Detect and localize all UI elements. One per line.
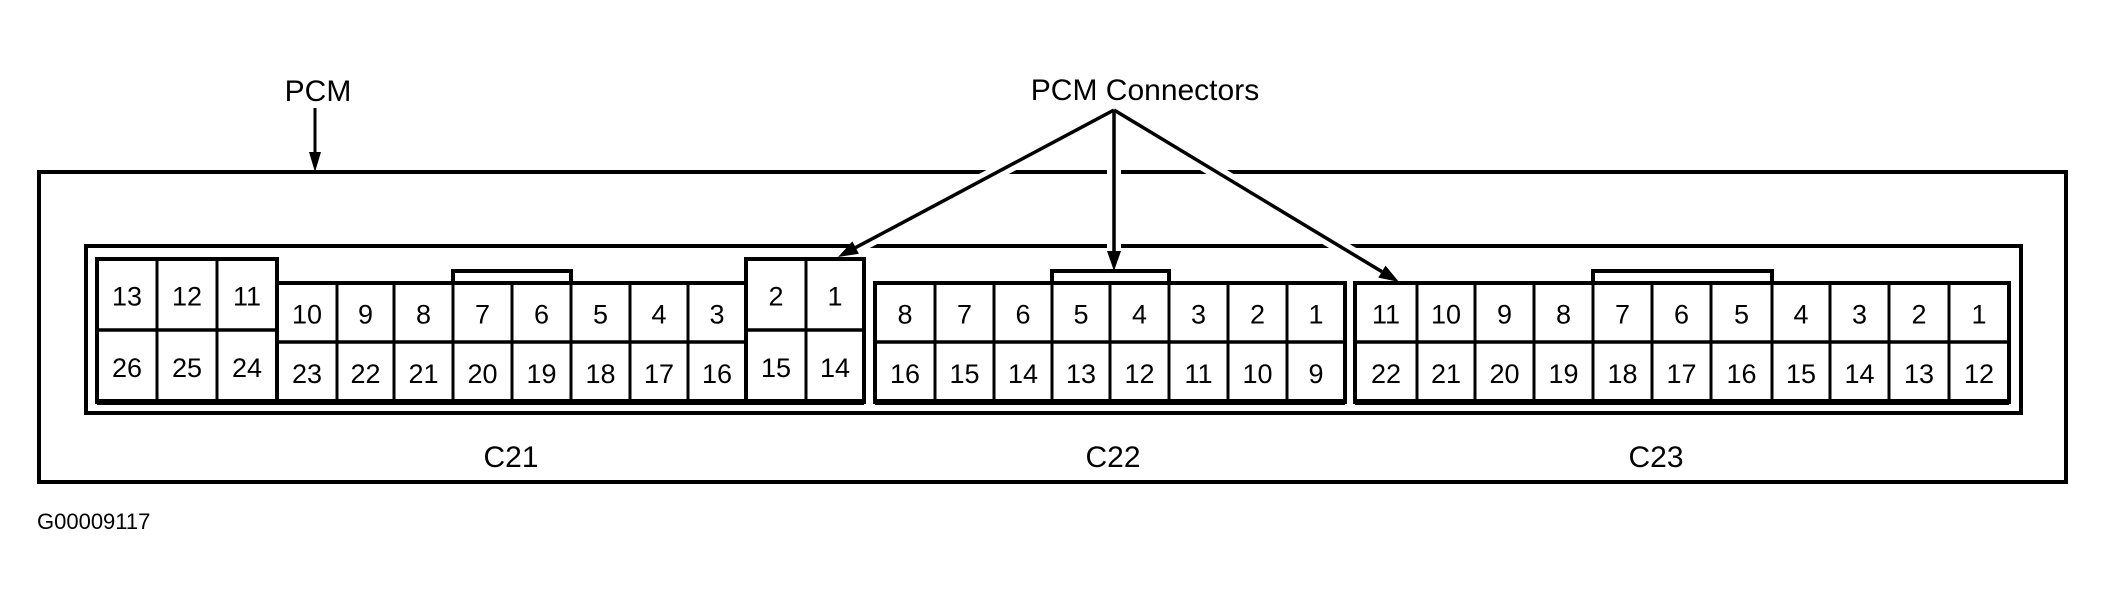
pin-c22-3: 3 xyxy=(1191,300,1206,330)
pin-c21-25: 25 xyxy=(172,353,202,383)
connector-section: 8 7 6 5 4 3 2 1 16 15 14 13 12 11 10 9 xyxy=(873,281,1347,405)
pin-c23-9: 9 xyxy=(1497,300,1512,330)
pin-c21-8: 8 xyxy=(416,300,431,330)
pin-c22-5: 5 xyxy=(1073,300,1088,330)
connectors-label: PCM Connectors xyxy=(1031,74,1259,107)
pin-c21-2: 2 xyxy=(768,282,783,312)
pin-c21-3: 3 xyxy=(709,300,724,330)
pin-c22-8: 8 xyxy=(897,300,912,330)
pin-c22-7: 7 xyxy=(957,300,972,330)
pin-c23-8: 8 xyxy=(1556,300,1571,330)
pin-c21-4: 4 xyxy=(651,300,666,330)
pin-c21-13: 13 xyxy=(112,282,142,312)
pin-c23-4: 4 xyxy=(1793,300,1808,330)
connector-c22: 8 7 6 5 4 3 2 1 16 15 14 13 12 11 10 9 xyxy=(873,269,1347,405)
pin-c21-18: 18 xyxy=(585,359,615,389)
pin-c21-22: 22 xyxy=(350,359,380,389)
pin-c23-11: 11 xyxy=(1372,300,1400,330)
pin-c21-26: 26 xyxy=(112,353,142,383)
pin-c23-2: 2 xyxy=(1911,300,1926,330)
pin-c23-12: 12 xyxy=(1964,359,1994,389)
figure-id: G00009117 xyxy=(37,509,150,534)
pin-c21-6: 6 xyxy=(534,300,549,330)
pin-c21-11: 11 xyxy=(233,282,261,312)
pcm-housing xyxy=(37,170,2068,484)
pin-c21-7: 7 xyxy=(475,300,490,330)
pin-c23-18: 18 xyxy=(1607,359,1637,389)
connector-section: 13 12 11 26 25 24 xyxy=(95,257,279,405)
arrow-to-c22-icon xyxy=(1107,110,1121,271)
pin-c23-21: 21 xyxy=(1431,359,1461,389)
pin-c22-14: 14 xyxy=(1008,359,1038,389)
pin-c21-15: 15 xyxy=(761,353,791,383)
pin-c23-15: 15 xyxy=(1786,359,1816,389)
pin-c21-21: 21 xyxy=(408,359,438,389)
pin-c21-23: 23 xyxy=(292,359,322,389)
pin-c23-19: 19 xyxy=(1548,359,1578,389)
pin-c21-5: 5 xyxy=(593,300,608,330)
connector-section: 2 1 15 14 xyxy=(744,257,866,405)
pin-c21-14: 14 xyxy=(820,353,850,383)
arrow-to-c23-icon xyxy=(1113,108,1399,282)
pin-c21-9: 9 xyxy=(358,300,373,330)
pin-c23-10: 10 xyxy=(1431,300,1461,330)
connector-callout-arrows xyxy=(838,103,1399,282)
pin-c22-6: 6 xyxy=(1015,300,1030,330)
pin-c23-20: 20 xyxy=(1489,359,1519,389)
pin-c21-24: 24 xyxy=(232,353,262,383)
pin-c21-19: 19 xyxy=(526,359,556,389)
pcm-label: PCM xyxy=(285,75,352,108)
pin-c21-16: 16 xyxy=(702,359,732,389)
pin-c23-22: 22 xyxy=(1371,359,1401,389)
pin-c22-16: 16 xyxy=(890,359,920,389)
pin-c22-4: 4 xyxy=(1132,300,1147,330)
connector-section: 10 9 8 7 6 5 4 3 23 22 21 20 19 18 17 16 xyxy=(275,281,748,405)
connector-label-c22: C22 xyxy=(1085,441,1140,474)
pin-c23-5: 5 xyxy=(1734,300,1749,330)
connector-label-c21: C21 xyxy=(483,441,538,474)
arrow-to-c21-icon xyxy=(838,108,1115,257)
pin-c22-13: 13 xyxy=(1066,359,1096,389)
pin-c22-2: 2 xyxy=(1250,300,1265,330)
pin-c23-13: 13 xyxy=(1904,359,1934,389)
pin-c22-1: 1 xyxy=(1308,300,1323,330)
pin-c22-15: 15 xyxy=(949,359,979,389)
pin-c22-11: 11 xyxy=(1184,359,1212,389)
pin-c21-12: 12 xyxy=(172,282,202,312)
connector-frame xyxy=(84,244,2023,415)
pin-c22-12: 12 xyxy=(1124,359,1154,389)
pin-c21-20: 20 xyxy=(467,359,497,389)
pin-c23-17: 17 xyxy=(1666,359,1696,389)
pcm-arrow-icon xyxy=(309,108,321,172)
pin-c23-14: 14 xyxy=(1844,359,1874,389)
pin-c23-1: 1 xyxy=(1971,300,1986,330)
connector-label-c23: C23 xyxy=(1628,441,1683,474)
pin-c23-7: 7 xyxy=(1615,300,1630,330)
pin-c21-17: 17 xyxy=(644,359,674,389)
pin-c21-10: 10 xyxy=(292,300,322,330)
pin-c23-16: 16 xyxy=(1726,359,1756,389)
pin-c23-3: 3 xyxy=(1852,300,1867,330)
pin-c21-1: 1 xyxy=(827,282,842,312)
pin-c22-9: 9 xyxy=(1308,359,1323,389)
pin-c23-6: 6 xyxy=(1674,300,1689,330)
pin-c22-10: 10 xyxy=(1242,359,1272,389)
